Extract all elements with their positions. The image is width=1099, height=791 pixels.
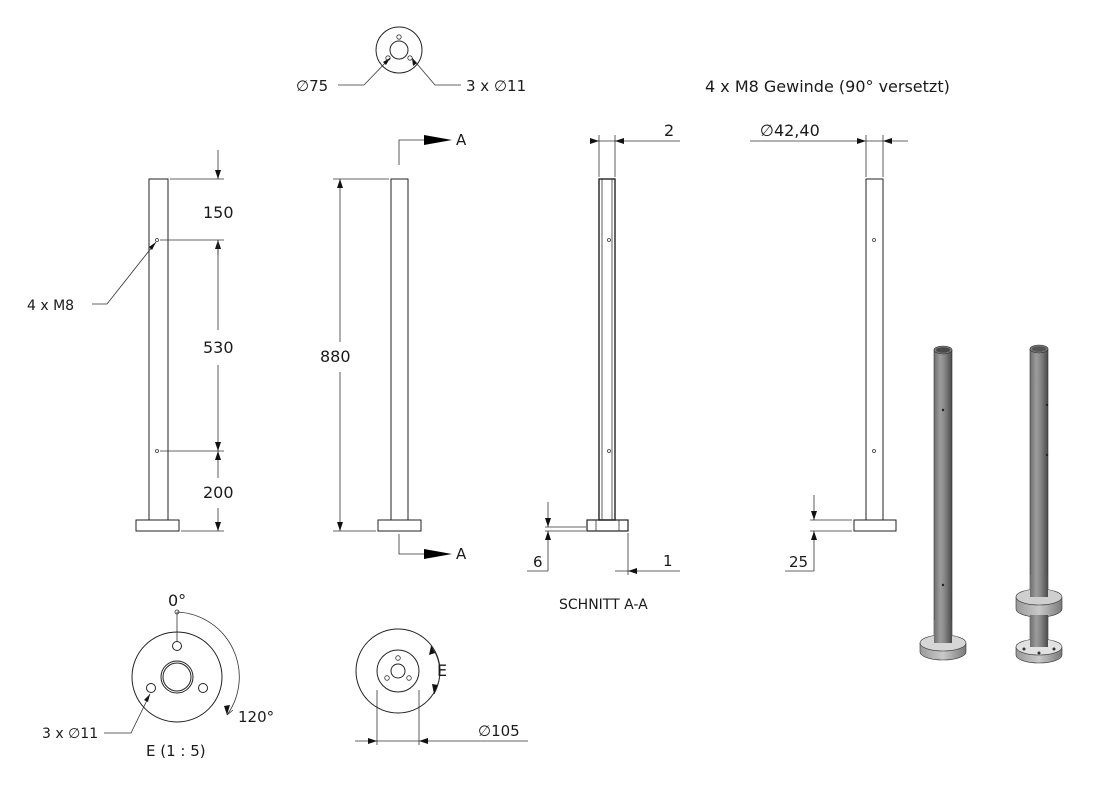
dim-tube-dia: ∅42,40 xyxy=(760,121,820,140)
front-view-section-marker xyxy=(333,135,452,559)
iso-view-2 xyxy=(1015,344,1063,664)
dim-200: 200 xyxy=(203,483,234,502)
dim-base-6: 6 xyxy=(533,553,543,571)
section-letter-top: A xyxy=(456,131,467,149)
dim-880: 880 xyxy=(320,347,351,366)
dim-530: 530 xyxy=(203,338,234,357)
bottom-view-flange xyxy=(355,628,528,745)
detail-label: E (1 : 5) xyxy=(146,742,206,760)
dim-left-thread: 4 x M8 xyxy=(27,298,74,314)
detail-angle-0: 0° xyxy=(168,591,186,610)
dim-top-holes: 3 x ∅11 xyxy=(466,77,526,95)
detail-holes: 3 x ∅11 xyxy=(42,726,98,742)
detail-letter: E xyxy=(437,661,447,680)
detail-angle-120: 120° xyxy=(238,708,274,726)
front-view-left xyxy=(92,150,224,532)
section-label: SCHNITT A-A xyxy=(559,597,648,613)
top-view-flange xyxy=(338,26,461,86)
thread-note: 4 x M8 Gewinde (90° versetzt) xyxy=(705,77,950,96)
side-view-right xyxy=(750,135,908,572)
dim-base-25: 25 xyxy=(789,553,808,571)
dim-top-flange-dia: ∅75 xyxy=(296,77,328,95)
dim-base-1: 1 xyxy=(663,552,673,570)
detail-e-view xyxy=(104,609,240,734)
dim-150: 150 xyxy=(203,203,234,222)
iso-view-1 xyxy=(919,345,967,661)
dim-bottom-dia: ∅105 xyxy=(478,722,520,740)
dim-wall-2: 2 xyxy=(664,121,674,140)
section-letter-bottom: A xyxy=(456,545,467,563)
section-a-a-view xyxy=(527,135,680,575)
